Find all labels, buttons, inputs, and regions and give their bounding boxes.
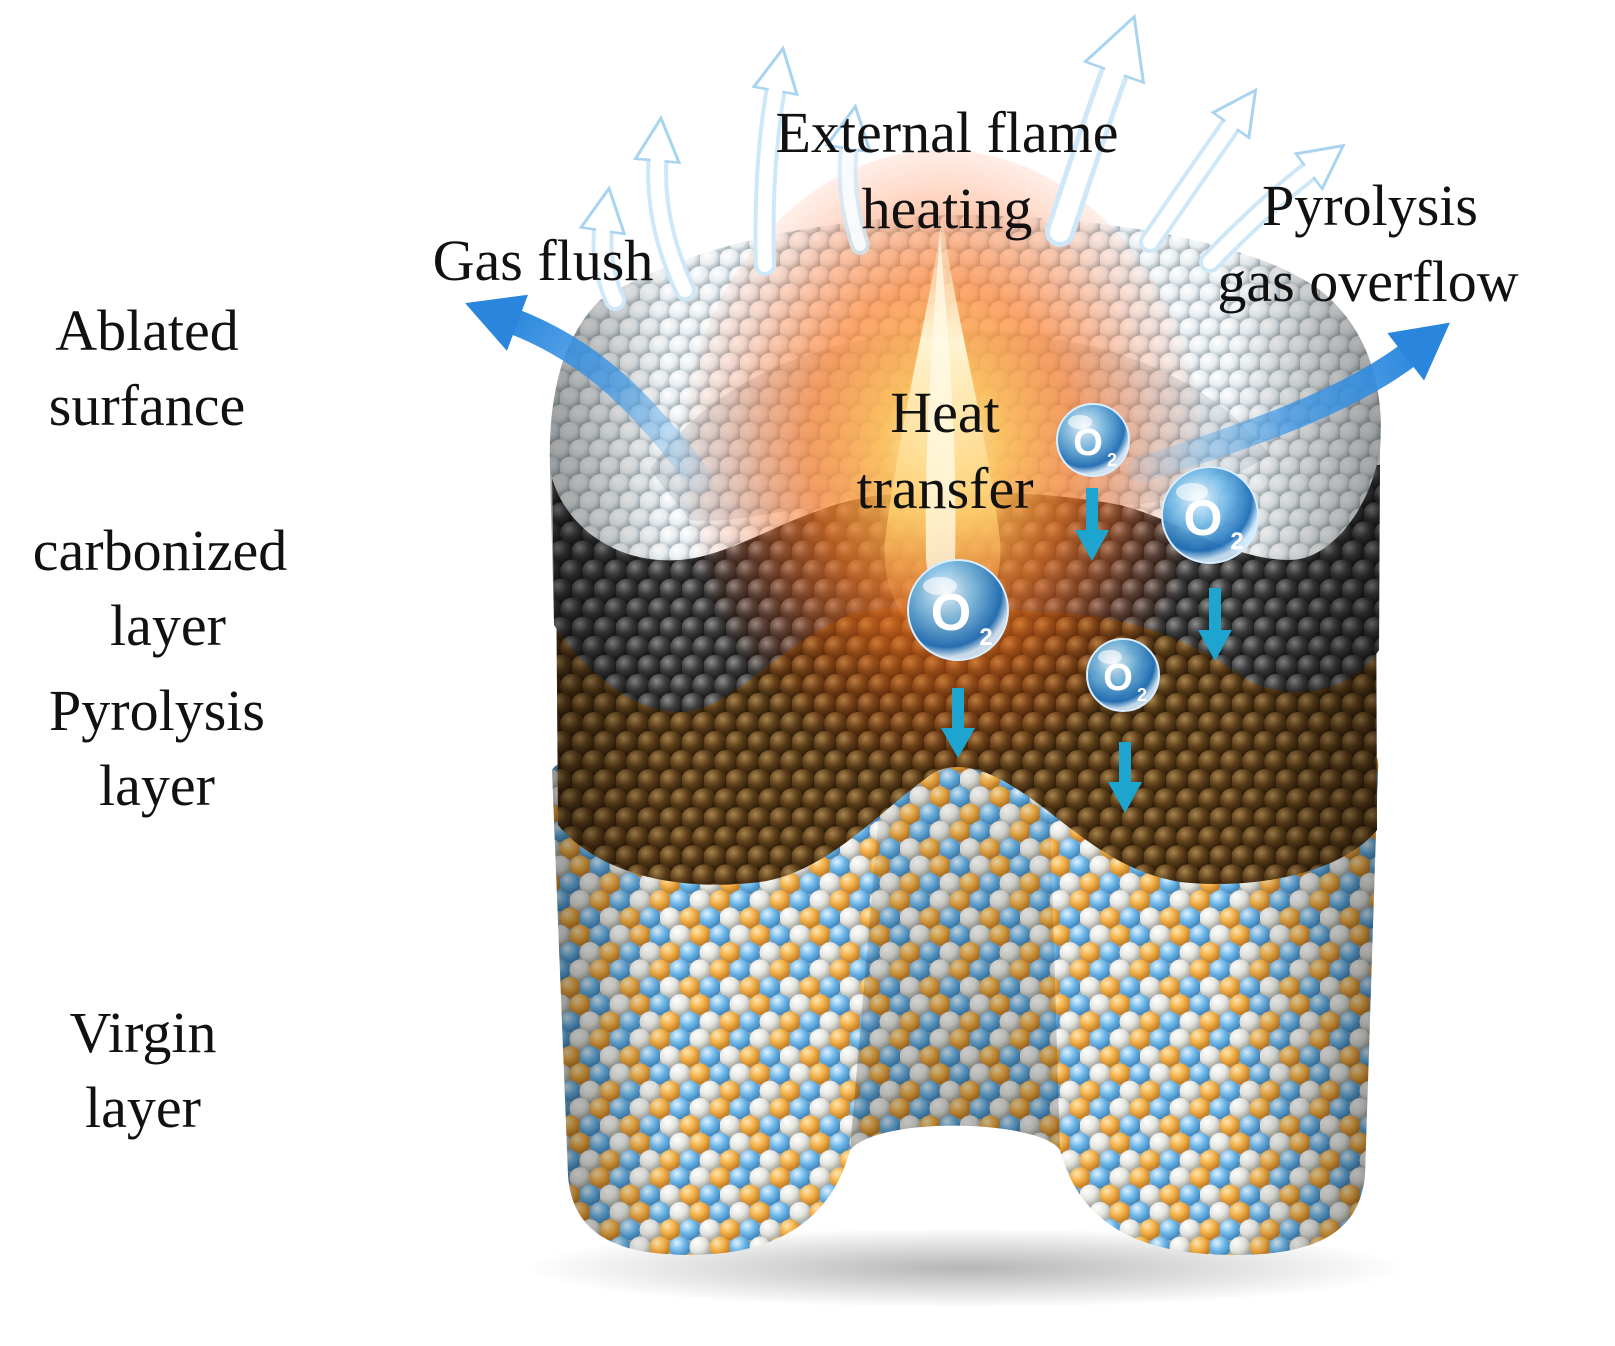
flame-streak: [925, 230, 956, 590]
gas-arrow-1: [602, 222, 615, 311]
label-ablated-line1: Ablated: [55, 298, 239, 363]
oxygen-bubble-3: O 2: [907, 559, 1009, 661]
external-flame: [677, 150, 1207, 810]
oxygen-symbol: O: [931, 584, 971, 642]
oxygen-arrow-3: [941, 688, 975, 758]
label-pyrolysis-gas-line2: gas overflow: [1217, 249, 1518, 314]
oxygen-subscript: 2: [979, 624, 992, 651]
labels: External flame heating Gas flush Pyrolys…: [33, 100, 1519, 1140]
oxygen-arrows: [941, 488, 1232, 813]
label-carbonized-line2: layer: [110, 593, 226, 658]
oxygen-arrow-4: [1108, 742, 1142, 813]
oxygen-subscript: 2: [1230, 528, 1243, 555]
gas-flush-arrow: [465, 294, 713, 493]
gas-arrow-4: [848, 140, 860, 255]
gas-arrow-3: [765, 82, 778, 276]
gas-arrow-5: [1045, 62, 1118, 247]
label-pyrolysis-gas-line1: Pyrolysis: [1262, 173, 1478, 238]
label-pyrolysis-layer-line1: Pyrolysis: [49, 678, 265, 743]
oxygen-bubble-1: O 2: [1056, 403, 1130, 477]
oxygen-symbol: O: [1184, 490, 1223, 546]
label-virgin-line1: Virgin: [70, 1000, 217, 1065]
oxygen-symbol: O: [1103, 657, 1133, 699]
label-carbonized-line1: carbonized: [33, 518, 287, 583]
label-gas-flush: Gas flush: [433, 228, 654, 293]
rising-gas-arrows: [602, 62, 1316, 311]
label-heat-transfer-line2: transfer: [856, 456, 1033, 521]
label-ablated-line2: surfance: [49, 373, 245, 438]
gas-arrow-7: [1199, 166, 1316, 273]
oxygen-bubble-4: O 2: [1086, 638, 1160, 712]
oxygen-bubble-2: O 2: [1161, 466, 1259, 564]
label-external-flame-line1: External flame: [776, 100, 1119, 165]
oxygen-arrow-2: [1198, 588, 1232, 661]
oxygen-subscript: 2: [1107, 450, 1117, 470]
oxygen-arrow-1: [1075, 488, 1109, 561]
oxygen-subscript: 2: [1137, 685, 1147, 705]
label-heat-transfer-line1: Heat: [890, 380, 1000, 445]
label-external-flame-line2: heating: [862, 176, 1033, 241]
label-pyrolysis-layer-line2: layer: [99, 753, 215, 818]
oxygen-symbol: O: [1073, 422, 1103, 464]
gas-arrow-2: [657, 152, 696, 301]
gas-arrow-6: [1139, 118, 1236, 253]
label-virgin-line2: layer: [85, 1075, 201, 1140]
pyrolysis-gas-overflow-arrow: [1127, 322, 1450, 483]
